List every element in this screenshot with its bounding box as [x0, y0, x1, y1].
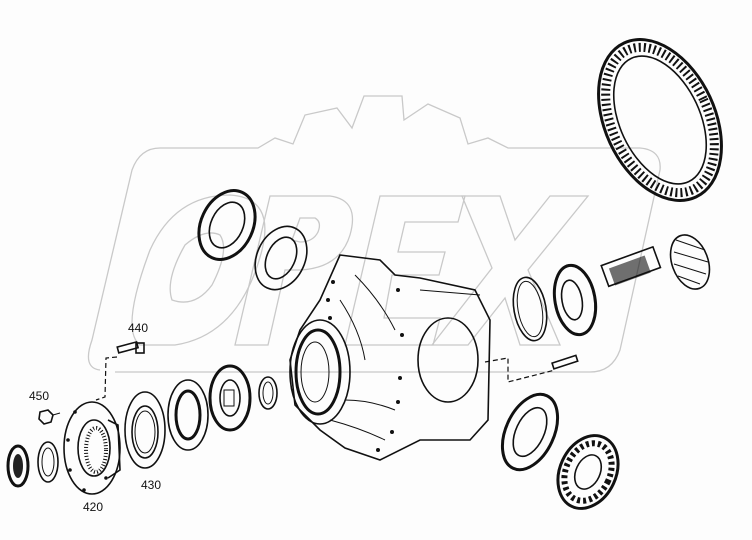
bearing-lower-right: [500, 392, 560, 472]
o-ring-right: [512, 276, 548, 342]
watermark-logo: [87, 95, 661, 373]
seal-left-2: [167, 379, 209, 451]
bearing-upper: [254, 225, 308, 291]
thrust-bearing: [556, 434, 620, 510]
lock-nut: [6, 444, 30, 488]
callout-440: 440: [128, 321, 149, 335]
callout-420: 420: [83, 500, 104, 514]
ring-gear: [597, 38, 723, 202]
seal-430: [124, 391, 166, 469]
washer: [37, 441, 59, 483]
small-seal: [258, 376, 278, 410]
nut-450: [38, 409, 61, 425]
bolt-440: [95, 340, 145, 401]
callout-430: 430: [141, 478, 162, 492]
pin-right: [484, 354, 579, 383]
differential-housing: [289, 254, 491, 461]
pinion-shaft: [600, 234, 711, 290]
seal-ring-upper: [197, 189, 257, 261]
flange-420: [63, 401, 121, 495]
bearing-left-1: [208, 364, 252, 432]
callout-450: 450: [29, 389, 50, 403]
tapered-bearing-right: [552, 263, 598, 337]
